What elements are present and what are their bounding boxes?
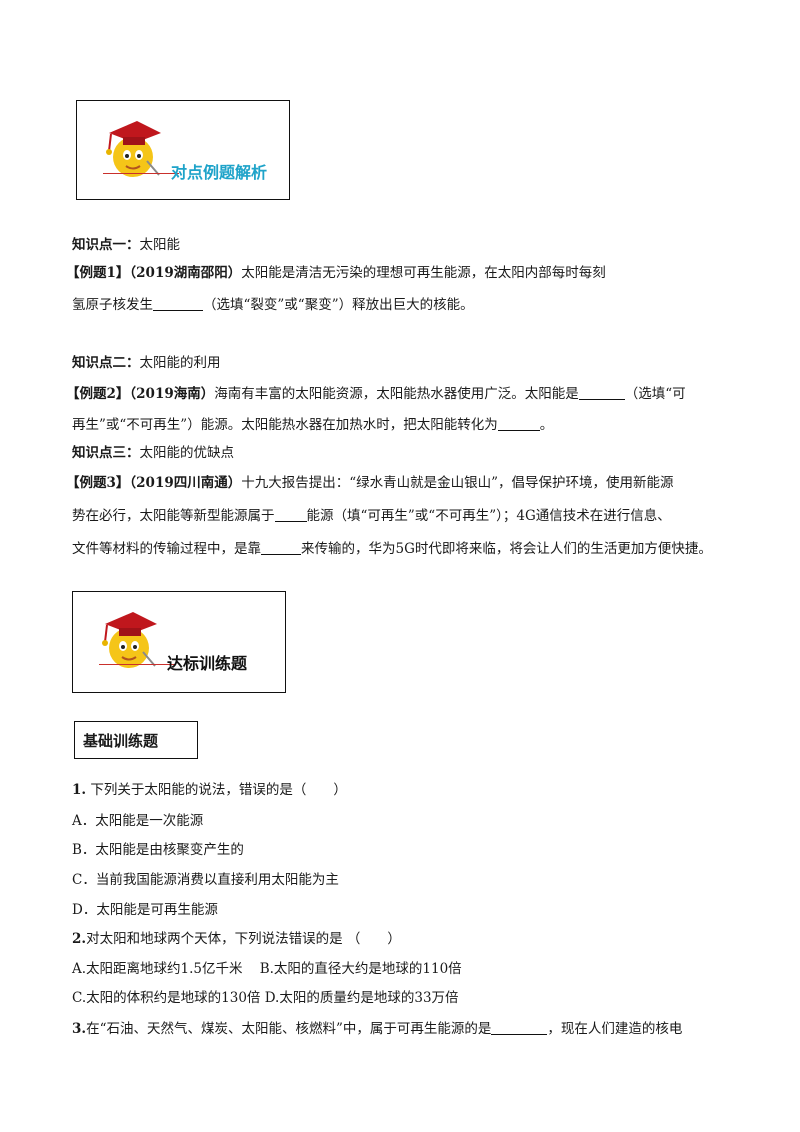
q2-option-b[interactable]: B.太阳的直径大约是地球的110倍 (259, 961, 462, 977)
example-text: 文件等材料的传输过程中，是靠 (72, 541, 261, 557)
q2-option-d[interactable]: D.太阳的质量约是地球的33万倍 (264, 990, 459, 1006)
q1-option-a[interactable]: A．太阳能是一次能源 (72, 813, 204, 829)
banner-title: 对点例题解析 (171, 163, 268, 182)
question-number: 3. (72, 1021, 87, 1037)
q1-option-b[interactable]: B．太阳能是由核聚变产生的 (72, 842, 244, 858)
basic-training-heading: 基础训练题 (74, 721, 198, 759)
q2-options-cd: C.太阳的体积约是地球的130倍 D.太阳的质量约是地球的33万倍 (72, 989, 459, 1007)
q1-option-c[interactable]: C．当前我国能源消费以直接利用太阳能为主 (72, 872, 339, 888)
question-number: 1. (72, 782, 87, 798)
knowledge-point-1: 知识点一：太阳能 (72, 236, 180, 254)
example-text: （选填“可 (624, 386, 686, 402)
example-text: 十九大报告提出：“绿水青山就是金山银山”，倡导保护环境，使用新能源 (241, 475, 674, 491)
q2-option-c[interactable]: C.太阳的体积约是地球的130倍 (72, 990, 261, 1006)
knowledge-point-3: 知识点三：太阳能的优缺点 (72, 444, 234, 462)
question-stem: ，现在人们建造的核电 (547, 1021, 683, 1037)
banner-rule (103, 173, 179, 174)
answer-blank[interactable] (153, 296, 203, 311)
example-text: 。 (539, 417, 554, 433)
example-text: 再生”或“不可再生”）能源。太阳能热水器在加热水时，把太阳能转化为 (72, 417, 498, 433)
example-text: 能源（填“可再生”或“不可再生”）；4G通信技术在进行信息、 (306, 508, 671, 524)
knowledge-text: 太阳能的优缺点 (139, 445, 235, 461)
question-stem: 在“石油、天然气、煤炭、太阳能、核燃料”中，属于可再生能源的是 (86, 1021, 492, 1037)
example-tag: 【例题1】 (66, 265, 130, 281)
question-3: 3.在“石油、天然气、煤炭、太阳能、核燃料”中，属于可再生能源的是 ，现在人们建造… (72, 1020, 682, 1038)
section-banner-practice: 达标训练题 (72, 591, 286, 693)
answer-blank[interactable] (274, 507, 307, 522)
example-text: 太阳能是清洁无污染的理想可再生能源，在太阳内部每时每刻 (241, 265, 606, 281)
example-source: （2019海南） (129, 386, 215, 402)
example-3-line-1: 【例题3】（2019四川南通）十九大报告提出：“绿水青山就是金山银山”，倡导保护… (66, 474, 674, 492)
knowledge-label: 知识点三： (72, 445, 140, 461)
example-2-line-2: 再生”或“不可再生”）能源。太阳能热水器在加热水时，把太阳能转化为 。 (72, 416, 553, 434)
example-text: （选填“裂变”或“聚变”）释放出巨大的核能。 (203, 297, 474, 313)
example-3-line-2: 势在必行，太阳能等新型能源属于 能源（填“可再生”或“不可再生”）；4G通信技术在… (72, 507, 671, 525)
knowledge-label: 知识点二： (72, 355, 140, 371)
section-banner-example: 对点例题解析 (76, 100, 290, 200)
answer-blank[interactable] (578, 385, 625, 400)
graduate-mascot-icon (106, 121, 161, 177)
q1-option-d[interactable]: D．太阳能是可再生能源 (72, 902, 218, 918)
example-1-line-2: 氢原子核发生 （选填“裂变”或“聚变”）释放出巨大的核能。 (72, 296, 474, 314)
basic-training-title: 基础训练题 (83, 732, 159, 750)
example-tag: 【例题2】 (66, 386, 130, 402)
example-tag: 【例题3】 (66, 475, 130, 491)
example-source: （2019湖南邵阳） (129, 265, 242, 281)
banner-rule (99, 664, 175, 665)
graduate-mascot-icon (102, 612, 157, 668)
answer-blank[interactable] (491, 1020, 548, 1035)
knowledge-text: 太阳能 (139, 237, 181, 253)
example-2-line-1: 【例题2】（2019海南）海南有丰富的太阳能资源，太阳能热水器使用广泛。太阳能是… (66, 385, 686, 403)
example-3-line-3: 文件等材料的传输过程中，是靠 来传输的，华为5G时代即将来临，将会让人们的生活更加… (72, 540, 712, 558)
answer-blank[interactable] (261, 540, 301, 555)
knowledge-label: 知识点一： (72, 237, 140, 253)
question-stem: 下列关于太阳能的说法，错误的是（ ） (90, 782, 347, 798)
q2-option-a[interactable]: A.太阳距离地球约1.5亿千米 (72, 961, 243, 977)
example-text: 势在必行，太阳能等新型能源属于 (72, 508, 275, 524)
banner-title: 达标训练题 (167, 654, 248, 673)
example-1-line-1: 【例题1】（2019湖南邵阳）太阳能是清洁无污染的理想可再生能源，在太阳内部每时… (66, 264, 606, 282)
question-2: 2.对太阳和地球两个天体，下列说法错误的是 （ ） (72, 930, 401, 948)
example-text: 海南有丰富的太阳能资源，太阳能热水器使用广泛。太阳能是 (214, 386, 579, 402)
answer-blank[interactable] (497, 416, 540, 431)
q2-options-ab: A.太阳距离地球约1.5亿千米 B.太阳的直径大约是地球的110倍 (72, 960, 462, 978)
example-source: （2019四川南通） (129, 475, 242, 491)
knowledge-text: 太阳能的利用 (139, 355, 221, 371)
knowledge-point-2: 知识点二：太阳能的利用 (72, 354, 221, 372)
example-text: 氢原子核发生 (72, 297, 153, 313)
question-stem: 对太阳和地球两个天体，下列说法错误的是 （ ） (86, 931, 401, 947)
example-text: 来传输的，华为5G时代即将来临，将会让人们的生活更加方便快捷。 (301, 541, 712, 557)
question-1: 1. 下列关于太阳能的说法，错误的是（ ） (72, 781, 347, 799)
question-number: 2. (72, 931, 87, 947)
